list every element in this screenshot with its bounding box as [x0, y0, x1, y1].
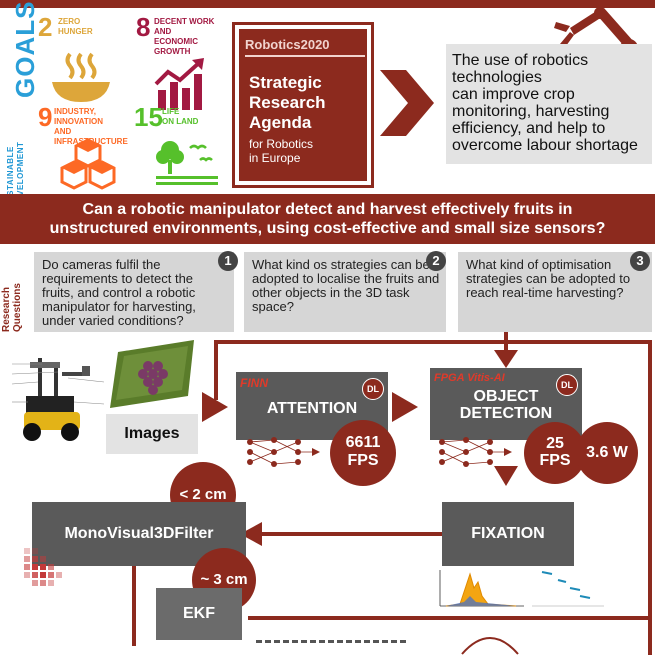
grape-photo-image — [110, 340, 194, 408]
question-number-2: 2 — [426, 251, 446, 271]
motivation-line-5: efficiency, and help to — [452, 120, 606, 137]
question-number-3: 3 — [630, 251, 650, 271]
voxel-grid-image — [24, 548, 62, 586]
arrow-down-icon — [494, 466, 518, 486]
attention-dl-badge: DL — [362, 378, 384, 400]
q3-connector-line — [504, 332, 508, 354]
bowl-icon — [52, 52, 110, 102]
motivation-line-6: overcome labour shortage — [452, 137, 638, 154]
sdg-goal-2-number: 2 — [38, 12, 53, 42]
arrow-right-icon — [202, 392, 228, 422]
sdg-goal-15-number: 15 — [134, 102, 163, 132]
arrow-down-icon — [494, 350, 518, 368]
detection-power-badge: 3.6 W — [576, 422, 638, 484]
agenda-divider — [245, 55, 365, 57]
detection-dl-badge: DL — [556, 374, 578, 396]
robot-platform-image — [11, 358, 105, 441]
finn-logo: FINN — [240, 376, 268, 390]
fixation-box: FIXATION — [442, 502, 574, 566]
bottom-curve-plot — [461, 637, 519, 655]
bottom-dashed-box — [256, 640, 406, 653]
sdg-side-label: SUSTAINABLE DEVELOPMENT GOALS — [4, 1, 40, 208]
cubes-icon — [60, 138, 116, 190]
research-question-1: Do cameras fulfil the requirements to de… — [34, 252, 234, 332]
images-box: Images — [106, 414, 198, 454]
motivation-line-3: can improve crop — [452, 86, 575, 103]
attention-label: ATTENTION — [266, 400, 358, 417]
sdg-goal-8-number: 8 — [136, 12, 151, 42]
bottom-loop-line — [248, 616, 648, 620]
motivation-line-4: monitoring, harvesting — [452, 103, 610, 120]
sdg-goals-wordmark: GOALS — [10, 0, 40, 98]
arrow-left-icon — [240, 522, 262, 546]
trajectory-plot-image — [532, 571, 604, 607]
research-questions-label: Research Questions — [1, 283, 23, 332]
sdg-goal-9-number: 9 — [38, 102, 53, 132]
motivation-line-1: The use of robotics — [452, 52, 589, 69]
filter-to-ekf-line — [132, 566, 136, 646]
agenda-header: Robotics2020 — [245, 37, 330, 52]
main-question-line-1: Can a robotic manipulator detect and har… — [82, 201, 573, 218]
chevron-right-icon — [380, 70, 434, 136]
main-question-line-2: unstructured environments, using cost-ef… — [49, 220, 606, 237]
tree-birds-icon — [156, 141, 218, 185]
neural-network-icon — [439, 437, 512, 467]
ekf-box: EKF — [156, 588, 242, 640]
top-loop-line — [214, 340, 652, 344]
motivation-line-2: technologies — [452, 69, 542, 86]
motivation-box: The use of robotics technologies can imp… — [446, 44, 652, 164]
neural-network-icon — [247, 437, 320, 467]
question-number-1: 1 — [218, 251, 238, 271]
attention-fps-badge: 6611 FPS — [330, 420, 396, 486]
research-question-2: What kind os strategies can be adopted t… — [244, 252, 446, 332]
main-question-banner: Can a robotic manipulator detect and har… — [0, 194, 655, 244]
research-question-3: What kind of optimisation strategies can… — [458, 252, 652, 332]
fpga-vitis-ai-logo: FPGA Vitis-AI — [434, 372, 505, 384]
fixation-to-filter-line — [246, 532, 442, 536]
histogram-plot-image — [439, 570, 524, 607]
left-loop-line — [214, 340, 218, 400]
detection-fps-badge: 25 FPS — [524, 422, 586, 484]
arrow-right-icon — [392, 392, 418, 422]
right-loop-line — [648, 340, 652, 655]
top-banner — [0, 0, 655, 8]
growth-chart-icon — [154, 58, 204, 110]
